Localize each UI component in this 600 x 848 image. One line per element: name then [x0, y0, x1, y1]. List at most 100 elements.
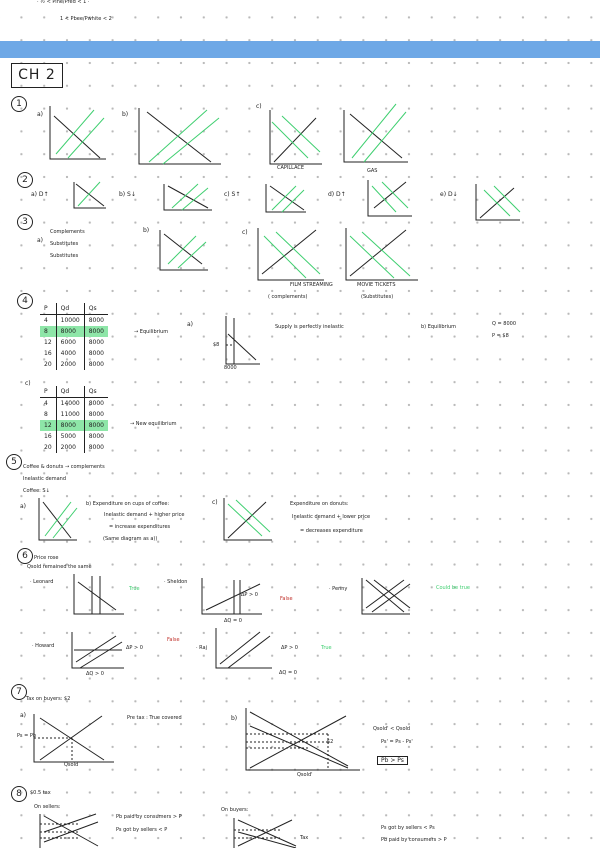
- q8-buyers-1: Ps got by sellers < Ps: [381, 825, 435, 831]
- q8-sellers-1: Pb paid by consumers > P: [116, 814, 182, 820]
- q2-label-c: c) S↑: [224, 191, 241, 198]
- q3-caption-c2: ( complements): [268, 294, 308, 300]
- q4-equilibrium-arrow: → Equilibrium: [134, 329, 169, 335]
- q6-howard-dq: ΔQ > 0: [86, 671, 104, 677]
- q3-list-item-2: Substitutes: [50, 241, 79, 247]
- q8-graph-buyers: [233, 818, 297, 848]
- question-number-4: 4: [17, 293, 33, 309]
- q4-eq-p: P = $8: [492, 333, 509, 339]
- q4-header2-qd: Qd: [56, 386, 85, 398]
- q6-line-2: Qsold remained the same: [27, 564, 92, 570]
- q6-true-1: True: [129, 586, 140, 592]
- q5-b-3: (Same diagram as a)): [103, 536, 158, 542]
- q6-false-2: False: [167, 637, 180, 643]
- q4-label-b: b) Equilibrium: [421, 324, 457, 330]
- q2-graph-a: [73, 181, 106, 209]
- q6-sheldon: · Sheldon: [164, 579, 188, 585]
- q4-label-c: c): [25, 380, 31, 387]
- q6-graph-leonard: [73, 574, 124, 615]
- q4-y-label-8: $8: [213, 342, 220, 348]
- question-number-6: 6: [17, 548, 33, 564]
- q4-header2-p: P: [40, 386, 57, 398]
- q6-howard: · Howard: [32, 643, 55, 649]
- q6-sheldon-dp: ΔP > 0: [241, 592, 258, 598]
- section-banner: [0, 41, 600, 58]
- q8-sellers-2: Ps got by sellers < P: [116, 827, 168, 833]
- q1-graph-d: [343, 103, 408, 163]
- q2-graph-e: [475, 184, 521, 221]
- question-number-8: 8: [11, 786, 27, 802]
- q6-raj-dp: ΔP > 0: [281, 645, 298, 651]
- q3-list-item-1: Complements: [50, 229, 85, 235]
- q2-graph-d: [367, 180, 412, 217]
- q4-graph-a: [225, 316, 260, 365]
- q7-tax: Tax on buyers: $2: [26, 696, 71, 702]
- q6-graph-penny: [361, 578, 411, 615]
- chapter-title: CH 2: [11, 63, 63, 88]
- q4-header2-qs: Qs: [84, 386, 109, 398]
- q5-d-2: = decreases expenditure: [300, 528, 363, 534]
- q6-penny: · Penny: [329, 586, 348, 592]
- q6-graph-raj: [215, 628, 272, 669]
- q1-graph-a: [49, 106, 106, 160]
- q2-graph-c: [265, 184, 306, 213]
- q6-raj-dq: ΔQ = 0: [279, 670, 297, 676]
- q2-label-a: a) D↑: [31, 191, 49, 198]
- q4-x-label-8000: 8000: [224, 365, 237, 371]
- q5-graph-c: [223, 498, 272, 541]
- q4-header-qd: Qd: [56, 303, 85, 315]
- q6-true-2: True: [321, 645, 332, 651]
- q7-graph-a: [33, 714, 114, 763]
- top-inequality-2: 1 < Pbee/Pwhite < 2: [60, 16, 112, 22]
- q8-on-buyers: On buyers:: [221, 807, 249, 813]
- q1-label-a: a): [37, 111, 44, 118]
- q1-graph-c: [269, 110, 322, 165]
- q3-graph-c: [257, 228, 324, 281]
- q4-label-a: a): [187, 321, 194, 328]
- q7-pre-tax: Pre tax : True covered: [127, 715, 182, 721]
- question-number-5: 5: [6, 454, 22, 470]
- q7-result-2: Ps' = Ps - Ps': [381, 739, 413, 745]
- q5-b-1: Inelastic demand + higher price: [104, 512, 185, 518]
- q3-caption-d1: MOVIE TICKETS: [357, 282, 396, 288]
- q1-graph-b: [138, 108, 221, 165]
- q7-two-dollar: $2: [327, 739, 334, 745]
- q4-note: Supply is perfectly inelastic: [275, 324, 344, 330]
- q6-leonard: · Leonard: [30, 579, 54, 585]
- q8-tax: $0.5 tax: [30, 790, 51, 796]
- q3-label-c: c): [242, 229, 248, 236]
- top-inequality-1: · ½ < Pine/Pred < 1 ·: [37, 0, 90, 5]
- q8-buyers-2: Pb paid by consumers > P: [381, 837, 447, 843]
- q7-ps-pb: Ps = Pb: [17, 733, 37, 739]
- q6-raj: · Raj: [196, 645, 207, 651]
- q6-howard-dp: ΔP > 0: [126, 645, 143, 651]
- q3-graph-b: [159, 230, 208, 271]
- q4-header-p: P: [40, 303, 57, 315]
- q5-label-a: a): [20, 503, 27, 510]
- q5-label-b: b) Expenditure on cups of coffee:: [86, 501, 170, 507]
- q4-header-qs: Qs: [84, 303, 109, 315]
- question-number-2: 2: [17, 172, 33, 188]
- q7-label-a: a): [20, 712, 27, 719]
- q3-label-b: b): [143, 227, 150, 234]
- q2-label-d: d) D↑: [328, 191, 346, 198]
- q6-false-1: False: [280, 596, 293, 602]
- q5-line-2: Inelastic demand: [23, 476, 66, 482]
- q4-new-equilibrium-arrow: → New equilibrium: [130, 421, 177, 427]
- q5-label-c: c): [212, 499, 218, 506]
- q2-graph-b: [163, 183, 212, 211]
- q3-list-item-3: Substitutes: [50, 253, 79, 259]
- q5-d-title: Expenditure on donuts:: [290, 501, 349, 507]
- q3-caption-c1: FILM STREAMING: [290, 282, 333, 288]
- q8-on-sellers: On sellers:: [34, 804, 61, 810]
- q5-b-2: = increase expenditures: [109, 524, 171, 530]
- q7-boxed-result: Pb > Ps: [377, 756, 408, 765]
- q1-caption-d: GAS: [367, 168, 378, 174]
